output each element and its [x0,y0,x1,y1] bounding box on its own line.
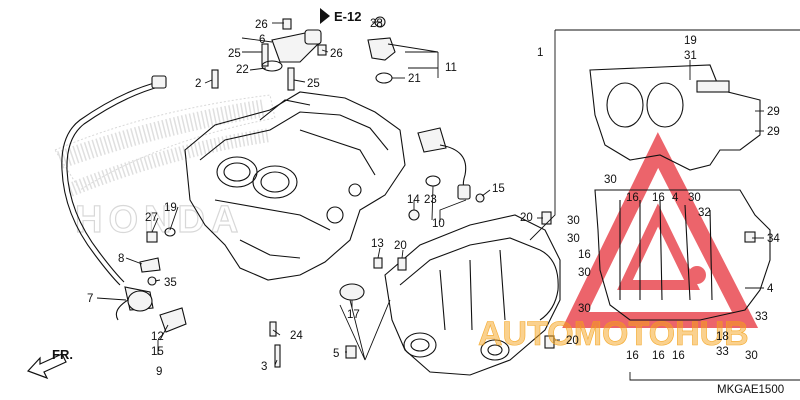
callout-30: 30 [578,303,591,315]
honda-wing-watermark: HONDA [54,94,276,242]
callout-19: 19 [164,202,177,214]
gasket-panel [529,29,800,381]
automotohub-text-watermark: AUTOMOTOHUB [478,315,749,354]
callout-20: 20 [566,335,579,347]
harness-cable [61,75,167,321]
callout-22: 22 [236,64,249,76]
callout-17: 17 [347,309,360,321]
callout-21: 21 [408,73,421,85]
callout-34: 34 [767,233,780,245]
callout-25: 25 [307,78,320,90]
callout-1: 1 [537,47,543,59]
callout-27: 27 [145,212,158,224]
callout-16: 16 [578,249,591,261]
callout-4: 4 [767,283,774,295]
callout-35: 35 [164,277,177,289]
callout-15: 15 [492,183,505,195]
callout-16: 16 [672,350,685,362]
callout-16: 16 [652,192,665,204]
callout-30: 30 [604,174,617,186]
callout-3: 3 [261,361,267,373]
callout-16: 16 [626,350,639,362]
automotohub-logo-watermark [562,132,759,328]
callout-7: 7 [87,293,93,305]
honda-watermark-text: HONDA [75,199,244,241]
callout-33: 33 [755,311,768,323]
callout-18: 18 [716,331,729,343]
diagram-code: MKGAE1500 [717,384,784,396]
callout-30: 30 [745,350,758,362]
callout-30: 30 [578,267,591,279]
callout-14: 14 [407,194,420,206]
front-direction-arrow: FR. [26,347,73,380]
callout-15-near-plug: 15 [151,346,164,358]
callout-9: 9 [156,366,162,378]
callout-24: 24 [290,330,303,342]
callout-16: 16 [652,350,665,362]
callout-labels: 26 6 26 25 22 25 2 28 11 21 1 19 27 8 35… [87,18,780,378]
callout-29: 29 [767,126,780,138]
callout-20: 20 [394,240,407,252]
callout-20: 20 [520,212,533,224]
callout-4: 4 [672,192,679,204]
callout-25: 25 [228,48,241,60]
callout-32: 32 [698,207,711,219]
callout-28: 28 [370,18,383,30]
lower-crankcase [384,214,561,376]
callout-23: 23 [424,194,437,206]
upper-crankcase [184,91,406,281]
reference-label: E-12 [334,9,361,24]
callout-16: 16 [626,192,639,204]
callout-13: 13 [371,238,384,250]
automotohub-watermark-text: AUTOMOTOHUB [478,315,749,353]
callout-26: 26 [330,48,343,60]
callout-5: 5 [333,348,339,360]
callout-26: 26 [255,19,268,31]
callout-2: 2 [195,78,201,90]
callout-30: 30 [567,233,580,245]
callout-11: 11 [445,62,457,74]
callout-30: 30 [567,215,580,227]
callout-8: 8 [118,253,124,265]
callout-12: 12 [151,331,164,343]
callout-29: 29 [767,106,780,118]
callout-6: 6 [259,34,265,46]
callout-30: 30 [688,192,701,204]
callout-19: 19 [684,35,697,47]
reference-e12: E-12 [320,8,361,24]
leader-lines [96,21,764,366]
callout-31: 31 [684,50,697,62]
front-label: FR. [52,347,73,362]
callout-33: 33 [716,346,729,358]
callout-10: 10 [432,218,445,230]
